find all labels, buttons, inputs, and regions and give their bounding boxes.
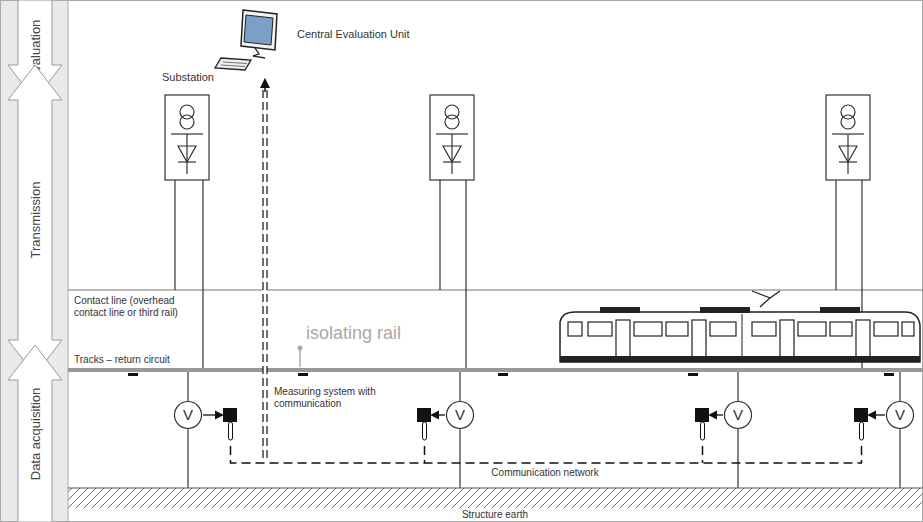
stage-arrow: Data acquisition [8,345,62,522]
meter-letter: V [446,401,474,429]
stage-arrow: Transmission [8,65,62,375]
voltmeter-circle: V [724,401,752,429]
earth-label: Structure earth [430,509,560,521]
device-label: Measuring system with communication [274,386,394,410]
stage-label: Transmission [28,182,43,259]
meter-letter: V [174,401,202,429]
substation-symbol [140,70,236,180]
node-label: Substation [140,70,236,84]
line-label: Contact line (overhead contact line or t… [74,295,199,319]
network-label: Communication network [480,467,610,479]
rail-label: isolating rail [306,322,436,344]
meter-letter: V [724,401,752,429]
meter-letter: V [886,401,914,429]
stage-label: Data acquisition [28,387,43,480]
computer-icon [215,6,285,76]
track-label: Tracks – return circuit [74,354,194,366]
substation-box: Substation [140,70,236,180]
voltmeter-circle: V [446,401,474,429]
node-label: Central Evaluation Unit [297,28,410,40]
voltmeter-circle: V [886,401,914,429]
voltmeter-circle: V [174,401,202,429]
evaluation-unit: Central Evaluation Unit [215,6,416,76]
